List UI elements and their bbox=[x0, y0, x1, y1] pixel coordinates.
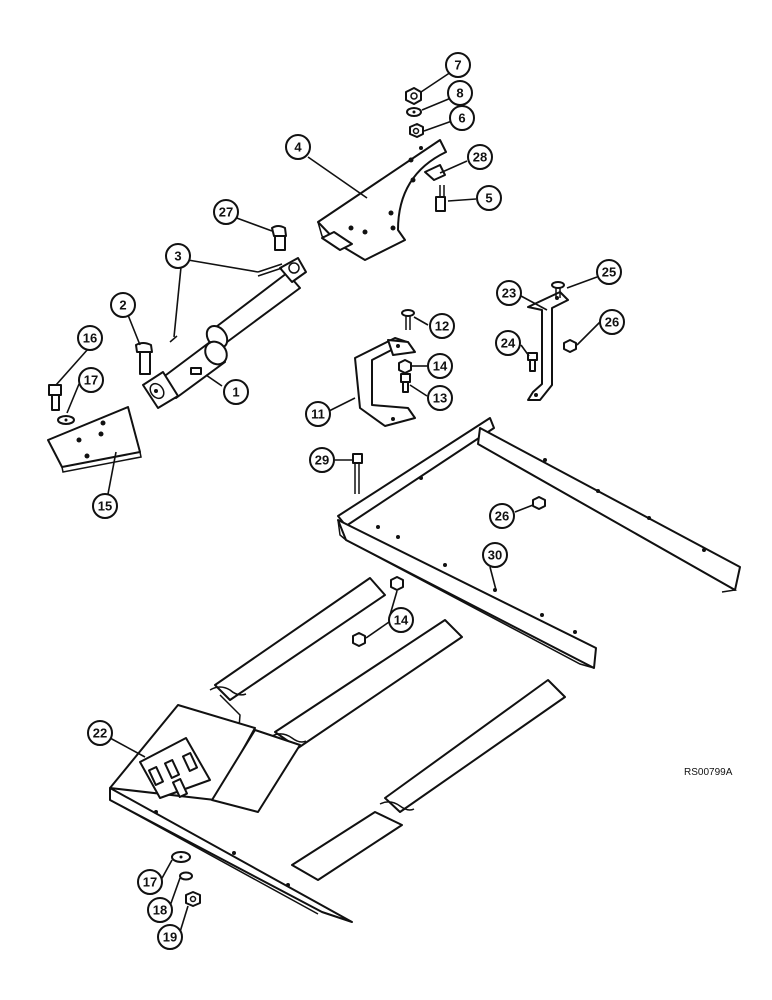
svg-text:26: 26 bbox=[605, 315, 619, 330]
callout-23: 23 bbox=[496, 280, 522, 306]
cylinder-part-1 bbox=[142, 257, 307, 409]
callout-5: 5 bbox=[476, 185, 502, 211]
bolt-part-24 bbox=[527, 352, 538, 372]
callout-16: 16 bbox=[77, 325, 103, 351]
svg-text:29: 29 bbox=[315, 453, 329, 468]
callout-22: 22 bbox=[87, 720, 113, 746]
bracket-plate-part-4 bbox=[317, 139, 447, 261]
callout-25: 25 bbox=[596, 259, 622, 285]
callout-28: 28 bbox=[467, 144, 493, 170]
nut-part-26-frame bbox=[532, 496, 546, 510]
svg-text:23: 23 bbox=[502, 286, 516, 301]
skid-frame-part-22 bbox=[109, 577, 566, 923]
callout-17-lower: 17 bbox=[137, 869, 163, 895]
bracket-part-11 bbox=[354, 337, 416, 427]
callout-8: 8 bbox=[447, 80, 473, 106]
callout-14-upper: 14 bbox=[427, 353, 453, 379]
bolt-part-5 bbox=[435, 185, 446, 212]
callout-14-lower: 14 bbox=[388, 607, 414, 633]
svg-text:4: 4 bbox=[294, 140, 302, 155]
nut-part-14-upper bbox=[398, 359, 412, 374]
svg-text:26: 26 bbox=[495, 509, 509, 524]
frame-part-30 bbox=[337, 417, 741, 669]
svg-text:6: 6 bbox=[458, 111, 465, 126]
clip-part-28 bbox=[424, 164, 446, 181]
callout-6: 6 bbox=[449, 105, 475, 131]
leader-lines bbox=[55, 71, 601, 933]
lock-washer-part-18 bbox=[179, 871, 193, 881]
callout-3: 3 bbox=[165, 243, 191, 269]
callout-18: 18 bbox=[147, 897, 173, 923]
callout-29: 29 bbox=[309, 447, 335, 473]
svg-text:13: 13 bbox=[433, 391, 447, 406]
svg-text:7: 7 bbox=[454, 58, 461, 73]
callout-15: 15 bbox=[92, 493, 118, 519]
svg-text:18: 18 bbox=[153, 903, 167, 918]
svg-text:22: 22 bbox=[93, 726, 107, 741]
svg-text:15: 15 bbox=[98, 499, 112, 514]
cotter-pin-part-3 bbox=[169, 263, 283, 343]
washer-part-17-upper bbox=[57, 415, 75, 425]
callout-4: 4 bbox=[285, 134, 311, 160]
callout-12: 12 bbox=[429, 313, 455, 339]
washer-part-17-lower bbox=[171, 851, 191, 863]
callout-30: 30 bbox=[482, 542, 508, 568]
callout-17-upper: 17 bbox=[78, 367, 104, 393]
svg-text:30: 30 bbox=[488, 548, 502, 563]
svg-text:14: 14 bbox=[433, 359, 448, 374]
nut-part-6 bbox=[409, 123, 424, 138]
nut-part-14-lower-b bbox=[352, 632, 366, 647]
callout-13: 13 bbox=[427, 385, 453, 411]
svg-text:8: 8 bbox=[456, 86, 463, 101]
svg-text:1: 1 bbox=[232, 385, 239, 400]
nut-part-14-lower-a bbox=[390, 576, 404, 591]
svg-text:17: 17 bbox=[143, 875, 157, 890]
svg-text:28: 28 bbox=[473, 150, 487, 165]
strap-part-23 bbox=[527, 291, 569, 401]
callout-27: 27 bbox=[213, 199, 239, 225]
callout-2: 2 bbox=[110, 292, 136, 318]
plate-part-15 bbox=[47, 406, 142, 473]
reference-code: RS00799A bbox=[684, 767, 733, 778]
svg-text:11: 11 bbox=[311, 407, 325, 422]
screw-part-12 bbox=[401, 309, 415, 330]
svg-text:19: 19 bbox=[163, 930, 177, 945]
washer-part-8 bbox=[406, 107, 422, 117]
bolt-part-16 bbox=[48, 384, 62, 411]
svg-text:3: 3 bbox=[174, 249, 181, 264]
svg-text:27: 27 bbox=[219, 205, 233, 220]
pin-part-2 bbox=[135, 342, 153, 375]
callout-26-upper: 26 bbox=[599, 309, 625, 335]
svg-text:16: 16 bbox=[83, 331, 97, 346]
svg-text:24: 24 bbox=[501, 336, 516, 351]
svg-text:14: 14 bbox=[394, 613, 409, 628]
callout-1: 1 bbox=[223, 379, 249, 405]
callout-7: 7 bbox=[445, 52, 471, 78]
callout-24: 24 bbox=[495, 330, 521, 356]
callout-11: 11 bbox=[305, 401, 331, 427]
svg-text:17: 17 bbox=[84, 373, 98, 388]
long-bolt-part-29 bbox=[352, 453, 363, 494]
svg-text:5: 5 bbox=[485, 191, 492, 206]
pin-part-27 bbox=[271, 225, 287, 251]
svg-text:2: 2 bbox=[119, 298, 126, 313]
nut-part-7 bbox=[405, 87, 422, 105]
callout-19: 19 bbox=[157, 924, 183, 950]
nut-part-26-upper bbox=[563, 339, 577, 353]
nut-part-19 bbox=[185, 891, 201, 907]
screw-part-25 bbox=[551, 281, 565, 298]
callout-26-frame: 26 bbox=[489, 503, 515, 529]
svg-text:12: 12 bbox=[435, 319, 449, 334]
svg-text:25: 25 bbox=[602, 265, 616, 280]
bolt-part-13 bbox=[400, 373, 411, 393]
